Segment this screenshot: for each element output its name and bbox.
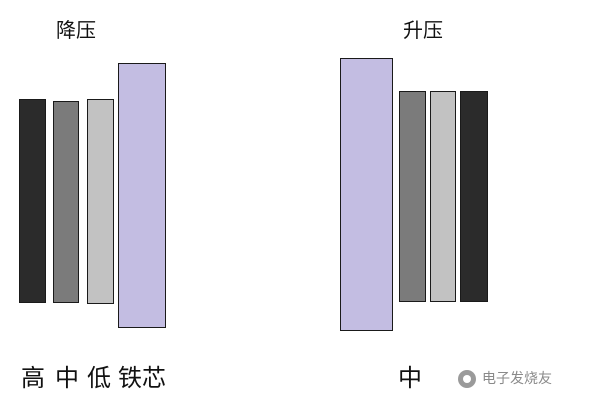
watermark-logo-icon xyxy=(458,370,476,388)
watermark-text: 电子发烧友 xyxy=(482,371,552,387)
step-up-title: 升压 xyxy=(403,18,443,42)
step-up-iron-core xyxy=(340,58,393,331)
step-down-iron-core xyxy=(118,63,166,328)
label-low: 低 xyxy=(87,364,111,392)
label-high: 高 xyxy=(21,364,45,392)
step-down-title: 降压 xyxy=(56,18,96,42)
watermark: 电子发烧友 xyxy=(458,368,552,388)
step-up-label-mid: 中 xyxy=(398,364,422,392)
step-down-mid-coil xyxy=(53,101,79,303)
label-mid: 中 xyxy=(55,364,79,392)
step-down-low-coil xyxy=(87,99,114,304)
step-up-high-coil xyxy=(460,91,488,302)
label-core: 铁芯 xyxy=(118,364,166,392)
step-up-low-coil xyxy=(430,91,456,302)
step-up-mid-coil xyxy=(399,91,426,302)
step-down-high-coil xyxy=(19,99,46,303)
